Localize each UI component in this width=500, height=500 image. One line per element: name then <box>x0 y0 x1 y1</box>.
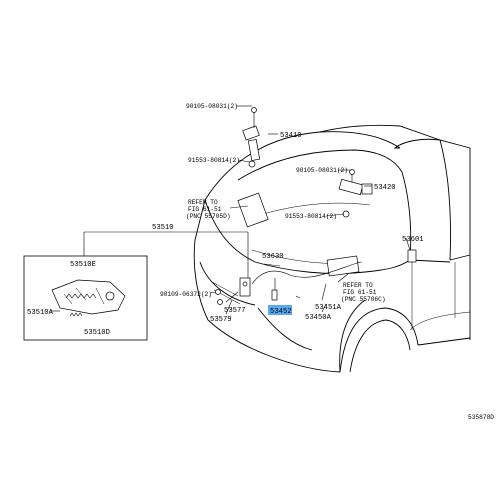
ref-left-line-2: FIG 61-51 <box>188 206 222 213</box>
part-labels: 90105-08031(2) 53410 91553-80814(2) 9010… <box>27 103 494 421</box>
hood-lock-part <box>215 277 251 305</box>
label-53452: 53452 <box>270 308 292 316</box>
label-53451a: 53451A <box>315 304 342 312</box>
diagram-id: 535878D <box>468 414 494 421</box>
ref-right-line-1: REFER TO <box>343 282 373 289</box>
label-detail-left: 53510A <box>27 309 54 317</box>
label-bolt-b: 90105-08031(2) <box>296 167 348 174</box>
lock-detail-box <box>23 255 148 341</box>
label-cable: 53630 <box>262 253 284 261</box>
label-bolt-c: 90109-06372(2) <box>160 291 212 298</box>
label-detail-top: 53510E <box>70 261 96 269</box>
label-detail-bottom: 53510D <box>84 329 110 337</box>
label-lock-assy: 53510 <box>152 224 174 232</box>
label-clip-b: 91553-80814(2) <box>285 213 337 220</box>
label-hinge-left: 53410 <box>280 132 302 140</box>
highlight-53452 <box>268 305 292 315</box>
hood-hinge-mounts <box>237 192 360 277</box>
hood-hinge-left-part <box>242 107 261 168</box>
hood-stay-part <box>407 249 417 263</box>
label-clip-a: 91553-80814(2) <box>188 157 240 164</box>
ref-right-line-3: (PNC 55706C) <box>341 296 386 303</box>
label-53450a: 53450A <box>305 314 332 322</box>
release-cable-part <box>251 261 361 301</box>
ref-left-line-3: (PNC 55705D) <box>186 213 231 220</box>
label-bolt-a: 90105-08031(2) <box>186 103 238 110</box>
label-53577: 53577 <box>224 307 246 315</box>
detail-spring <box>65 293 97 317</box>
hood-hinge-right-part <box>338 169 373 218</box>
leader-lines <box>50 105 411 315</box>
ref-left-line-1: REFER TO <box>188 199 218 206</box>
label-stay: 53601 <box>402 236 424 244</box>
label-53579: 53579 <box>210 316 232 324</box>
vehicle-body-outline <box>193 124 471 373</box>
ref-right-line-2: FIG 61-51 <box>343 289 377 296</box>
label-hinge-right: 53420 <box>374 184 396 192</box>
